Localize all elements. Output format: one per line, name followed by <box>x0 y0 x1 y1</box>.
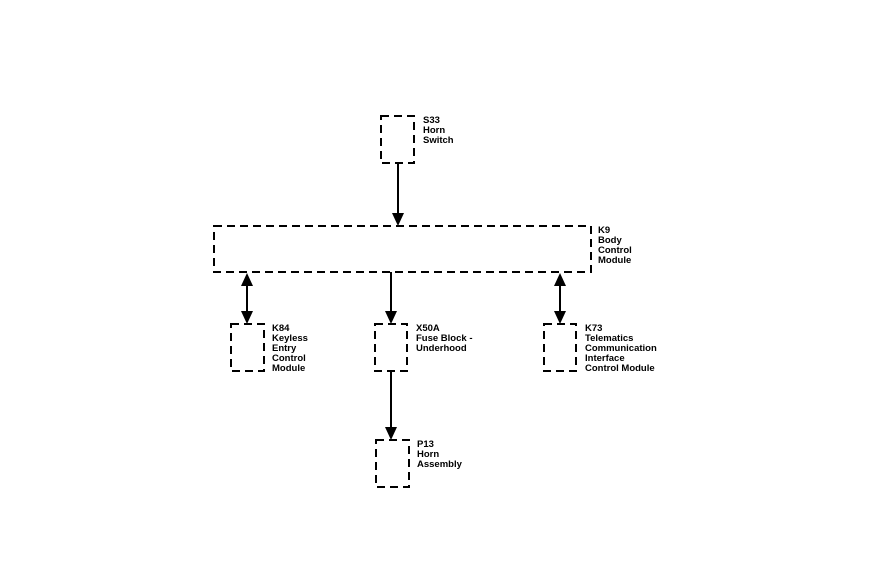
k9-box <box>213 225 592 273</box>
k73-label: K73 Telematics Communication Interface C… <box>585 323 659 374</box>
k84-name-line-4: Module <box>272 363 305 374</box>
component-p13: P13 Horn Assembly <box>375 439 463 488</box>
x50a-name-line-1: Fuse Block - <box>416 333 473 344</box>
arrowhead-down-icon <box>385 427 397 440</box>
x50a-label: X50A Fuse Block - Underhood <box>416 323 475 354</box>
x50a-name-line-2: Underhood <box>416 343 467 354</box>
p13-name-line-2: Assembly <box>417 459 463 470</box>
k73-name-line-2: Communication <box>585 343 657 354</box>
component-k73: K73 Telematics Communication Interface C… <box>543 323 659 374</box>
k9-label: K9 Body Control Module <box>598 225 634 266</box>
component-x50a: X50A Fuse Block - Underhood <box>374 323 475 372</box>
x50a-code: X50A <box>416 323 440 334</box>
k84-name-line-1: Keyless <box>272 333 308 344</box>
x50a-box <box>374 323 408 372</box>
arrowhead-up-icon <box>554 273 566 286</box>
p13-box <box>375 439 410 488</box>
connection-k9-to-x50a <box>385 272 397 324</box>
k73-name-line-1: Telematics <box>585 333 633 344</box>
s33-box <box>380 115 415 164</box>
component-k84: K84 Keyless Entry Control Module <box>230 323 311 374</box>
component-k9: K9 Body Control Module <box>213 225 634 273</box>
p13-label: P13 Horn Assembly <box>417 439 463 470</box>
arrowhead-down-icon <box>385 311 397 324</box>
arrowhead-down-icon <box>241 311 253 324</box>
k84-label: K84 Keyless Entry Control Module <box>272 323 311 374</box>
k73-name-line-4: Control Module <box>585 363 655 374</box>
k9-code: K9 <box>598 225 610 236</box>
arrowhead-up-icon <box>241 273 253 286</box>
s33-name-line-1: Horn <box>423 125 445 136</box>
arrowhead-down-icon <box>554 311 566 324</box>
connection-s33-to-k9 <box>392 163 404 226</box>
k84-name-line-2: Entry <box>272 343 297 354</box>
k84-name-line-3: Control <box>272 353 306 364</box>
component-s33: S33 Horn Switch <box>380 115 454 164</box>
k9-name-line-3: Module <box>598 255 631 266</box>
s33-code: S33 <box>423 115 440 126</box>
s33-label: S33 Horn Switch <box>423 115 454 146</box>
k73-code: K73 <box>585 323 602 334</box>
k9-name-line-2: Control <box>598 245 632 256</box>
s33-name-line-2: Switch <box>423 135 454 146</box>
connection-k9-k84 <box>241 273 253 324</box>
k84-code: K84 <box>272 323 290 334</box>
k84-box <box>230 323 265 372</box>
k9-name-line-1: Body <box>598 235 622 246</box>
arrowhead-down-icon <box>392 213 404 226</box>
p13-code: P13 <box>417 439 434 450</box>
connection-x50a-to-p13 <box>385 371 397 440</box>
k73-name-line-3: Interface <box>585 353 625 364</box>
connection-k9-k73 <box>554 273 566 324</box>
k73-box <box>543 323 577 372</box>
p13-name-line-1: Horn <box>417 449 439 460</box>
